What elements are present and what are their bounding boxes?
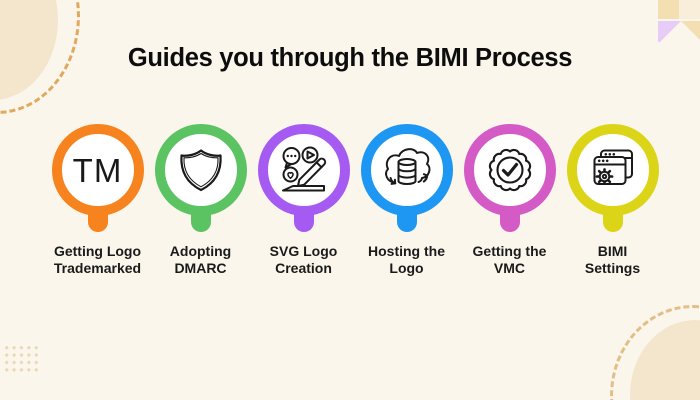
steps-row: TM Getting Logo Trademarked Adopti — [46, 124, 664, 277]
step-pin — [566, 124, 659, 232]
step-hosting-the-logo: Hosting the Logo — [355, 124, 458, 277]
step-pin — [257, 124, 350, 232]
design-tools-icon — [281, 146, 326, 192]
step-label: Adopting DMARC — [169, 243, 232, 276]
step-label: SVG Logo Creation — [269, 243, 338, 276]
step-adopting-dmarc: Adopting DMARC — [149, 124, 252, 277]
step-pin — [463, 124, 556, 232]
step-svg-logo-creation: SVG Logo Creation — [252, 124, 355, 277]
triangle-pattern-top-right — [658, 0, 700, 42]
step-pin — [360, 124, 453, 232]
pin-ring: TM — [51, 124, 144, 216]
pin-ring — [360, 124, 453, 216]
shield-icon — [179, 149, 222, 192]
trademark-icon: TM — [72, 151, 123, 189]
step-label: Hosting the Logo — [368, 243, 445, 276]
dot-grid-bottom-left — [3, 344, 40, 374]
step-label: Getting Logo Trademarked — [53, 243, 142, 276]
cloud-database-icon — [384, 148, 430, 185]
step-bimi-settings: BIMI Settings — [561, 124, 664, 277]
step-getting-the-vmc: Getting the VMC — [458, 124, 561, 277]
step-label: Getting the VMC — [472, 243, 547, 276]
pin-ring — [463, 124, 556, 216]
step-pin — [154, 124, 247, 232]
pin-ring — [154, 124, 247, 216]
pin-ring — [566, 124, 659, 216]
page-title: Guides you through the BIMI Process — [127, 44, 573, 72]
step-getting-logo-trademarked: TM Getting Logo Trademarked — [46, 124, 149, 277]
browser-settings-icon — [593, 149, 633, 185]
step-pin: TM — [51, 124, 144, 232]
step-label: BIMI Settings — [584, 243, 641, 276]
pin-ring — [257, 124, 350, 216]
verified-badge-icon — [488, 148, 531, 192]
